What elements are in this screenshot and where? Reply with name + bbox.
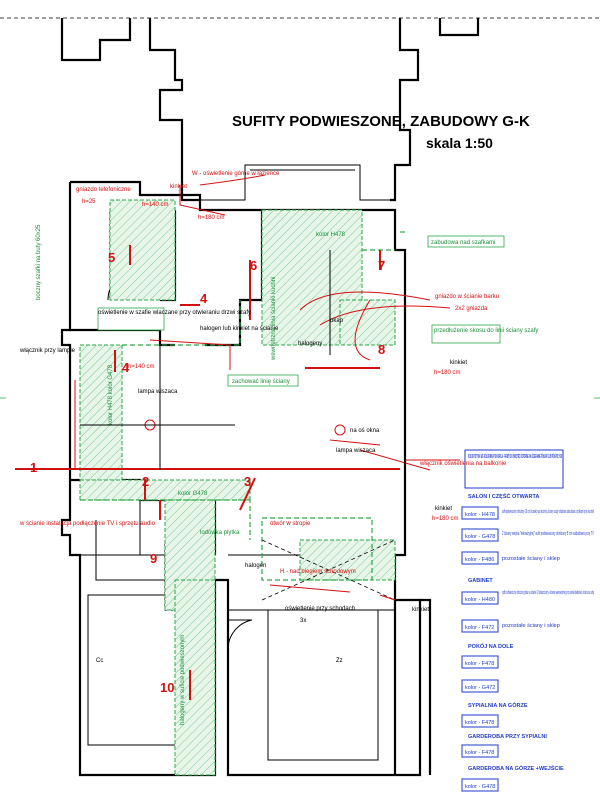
phone-socket-label: gniazdo telefoniczne [76, 187, 131, 193]
height-label: h=180 cm [198, 215, 225, 221]
section-number: 2 [142, 474, 149, 489]
legend-code: kolor - F478 [465, 720, 494, 726]
legend-code: kolor - F478 [465, 750, 494, 756]
electrical-lines [15, 174, 460, 700]
note-boxes [97, 235, 505, 387]
balcony-socket-label: gniazdo w ścianie barku [435, 294, 499, 300]
height-label: h=140 cm [142, 202, 169, 208]
stair-light-count: 3x [300, 618, 306, 624]
suspended-ceiling-areas [79, 199, 396, 776]
bath-mark: Cc [96, 658, 103, 664]
height-label: h=25 [82, 199, 96, 205]
section-number: 9 [150, 551, 157, 566]
legend-code: kolor - F472 [465, 625, 494, 631]
wardrobe-light-note: oświetlenie w szafie wlaczane przy otwie… [98, 310, 251, 316]
legend-code: kolor - H478 [465, 512, 495, 518]
scale-label: skala 1:50 [426, 135, 493, 151]
height-label: h=180 cm [432, 516, 459, 522]
color-label-vertical: kolor H478 kolor G478 [108, 364, 114, 425]
section-numbers: 1 2 3 4 4 5 6 7 8 9 10 [30, 250, 385, 695]
legend-code: kolor - G478 [465, 784, 495, 790]
section-number: 10 [160, 680, 174, 695]
legend-desc: sufit podwieszony obniżony 10 cm (ściank… [502, 509, 594, 515]
tv-note: w ścianie instalacja podłączenie TV i sp… [19, 521, 156, 527]
lamp-label: lampa wiszaca [336, 448, 376, 454]
kinkiet-label: kinkiet [450, 360, 467, 366]
legend-desc: pozostałe ściany i sklep [502, 623, 560, 629]
legend-section-title: SALON I CZĘŚĆ OTWARTA [468, 492, 539, 500]
legend-code: kolor - F486 [465, 557, 494, 563]
kinkiet-label: kinkiet [412, 607, 429, 613]
halogens-label: halogeny [298, 341, 322, 347]
section-number: 6 [250, 258, 257, 273]
legend-code: kolor - H480 [465, 597, 495, 603]
legend-section-title: GARDEROBA NA GÓRZE +WEJŚCIE [468, 764, 564, 772]
legend-code: kolor - G472 [465, 685, 495, 691]
sideboard-label: lodówka plytka [200, 530, 240, 536]
stair-light-label: oświetlenie przy schodach [285, 606, 355, 612]
stair-opening-label: otwór w stropie [270, 521, 311, 527]
legend-section-title: GARDEROBA PRZY SYPIALNI [468, 734, 547, 740]
over-stairs-label: H - nad biegiem schodowym [280, 569, 356, 575]
plan-annotations: W - oświetlenie górne w łazience gniazdo… [19, 171, 538, 725]
legend-desc: 2 ściany wnęka "telewizyjnej" sufit podw… [502, 531, 594, 537]
legend: KOLORYSTYKA WG KOLORNIKA TIKKURILA - FAR… [465, 452, 594, 790]
legend-desc: sufit podwieszony obniżony płyta na ścia… [502, 590, 594, 596]
window-axis-label: na oś okna [350, 428, 380, 434]
kinkiet-label: kinkiet [170, 184, 187, 190]
legend-section-title: GABINET [468, 578, 493, 584]
section-number: 5 [108, 250, 115, 265]
section-number: 1 [30, 460, 37, 475]
section-number: 7 [378, 258, 385, 273]
dimension-lines [80, 250, 406, 470]
legend-desc: pozostałe ściany i sklep [502, 556, 560, 562]
balcony-switch-label: włącznik oświetlenia na balkonie [419, 461, 507, 467]
kinkiet-label: kinkiet [435, 506, 452, 512]
hood-label: okap [330, 318, 344, 324]
height-label: h=180 cm [434, 370, 461, 376]
legend-header: KOLORYSTYKA WG KOLORNIKA TIKKURILA - FAR… [468, 452, 562, 460]
section-number: 4 [200, 291, 208, 306]
upper-building-walls [60, 18, 480, 202]
lamp-label: lampa wiszaca [138, 389, 178, 395]
legend-code: kolor - G478 [465, 534, 495, 540]
height-label: h=140 cm [128, 364, 155, 370]
leave-line-note: zachować linię ściany [232, 379, 290, 385]
halogen-label: halogen [245, 563, 266, 569]
section-number: 3 [244, 474, 251, 489]
color-label: kolor G478 [178, 491, 208, 497]
section-number: 8 [378, 342, 385, 357]
stair-opening [261, 539, 396, 601]
building-note: zabudowa nad szafkami [431, 240, 495, 246]
color-label: kolor H478 [316, 232, 346, 238]
section-number: 4 [122, 360, 130, 375]
legend-section-title: SYPIALNIA NA GÓRZE [468, 701, 528, 709]
shoe-cabinet-label: boczny szafki na buty 60x25 [36, 224, 42, 300]
two-sockets-label: 2x2 gniazda [455, 306, 488, 312]
interior-line-label: wewnętrzna linia ścianki kuchni [271, 277, 277, 361]
extend-line-note: przedłużenie skosu do linii ściany szafy [434, 328, 538, 334]
bath-mark: Zz [336, 658, 343, 664]
bathroom-light-label: W - oświetlenie górne w łazience [192, 171, 280, 177]
lamp-switch-label: włącznik przy lampie [19, 348, 76, 354]
legend-section-title: POKÓJ NA DOLE [468, 642, 514, 650]
halogen-label: halogen lub kinkiet na ścianie [200, 326, 279, 332]
page-title: SUFITY PODWIESZONE, ZABUDOWY G-K [232, 113, 530, 130]
closet-halogens-label: halogeny w suficie podwieszonym [180, 635, 186, 725]
legend-boxes [461, 449, 564, 792]
legend-code: kolor - F478 [465, 661, 494, 667]
